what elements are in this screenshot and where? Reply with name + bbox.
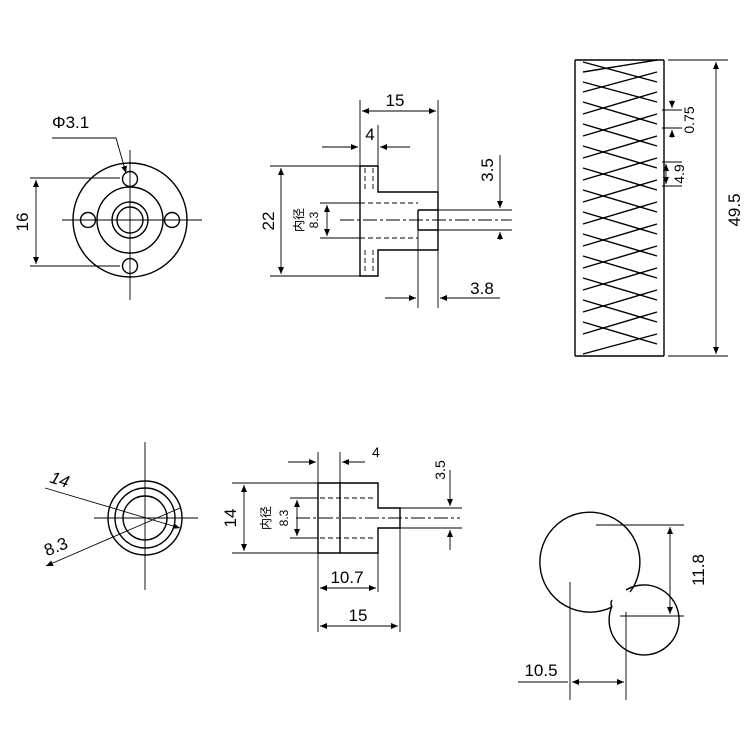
outer-label: 22	[259, 212, 278, 231]
nut2-outer-label: 14	[48, 468, 72, 492]
nut2-boss-label: 10.7	[330, 568, 363, 587]
boss-label: 3.8	[470, 279, 494, 298]
spring-outer-ring	[539, 511, 641, 613]
gap-label: 0.75	[681, 106, 697, 133]
flange-label: 4	[365, 125, 374, 144]
spring-inner-label: 10.5	[524, 661, 557, 680]
pitch-label: 4.9	[671, 164, 687, 184]
coil-front	[582, 61, 658, 345]
nut-outline	[359, 165, 439, 277]
wire-end	[610, 599, 613, 608]
inner-value: 8.3	[307, 211, 321, 228]
nut2-inner-label: 8.3	[41, 534, 70, 560]
leader-line	[52, 137, 127, 174]
coil-back	[582, 59, 658, 355]
spring-length-label: 49.5	[725, 193, 744, 226]
inner-word: 内径	[292, 208, 306, 232]
thread-label: 3.5	[478, 158, 497, 182]
spring-end-view: 11.8 10.5	[518, 511, 708, 700]
nut2-inner-value: 8.3	[277, 509, 291, 526]
dim-line	[44, 487, 181, 529]
spring-inner-ring	[608, 584, 680, 656]
nut2-front-view: 14 8.3	[41, 442, 198, 590]
nut-front-view: 16 Φ3.1	[13, 113, 202, 300]
dim-line	[45, 507, 181, 567]
length-label: 15	[386, 91, 405, 110]
nut2-flange-label: 4	[372, 444, 380, 460]
nut2-inner-word: 内径	[259, 506, 273, 530]
nut2-height-label: 14	[221, 509, 240, 528]
nut2-thread-label: 3.5	[432, 460, 448, 480]
height-label: 16	[13, 213, 32, 232]
nut2-side-view: 4 3.5 14 内径 8.3 10.7 15	[221, 444, 462, 632]
nut2-length-label: 15	[349, 606, 368, 625]
hole-dia-label: Φ3.1	[52, 113, 89, 132]
spring-outer-label: 11.8	[689, 554, 708, 586]
nut-side-view: 15 4 22 内径 8.3 3.5 3.8	[259, 91, 512, 308]
spring-side-view: 49.5 0.75 4.9	[574, 59, 744, 357]
